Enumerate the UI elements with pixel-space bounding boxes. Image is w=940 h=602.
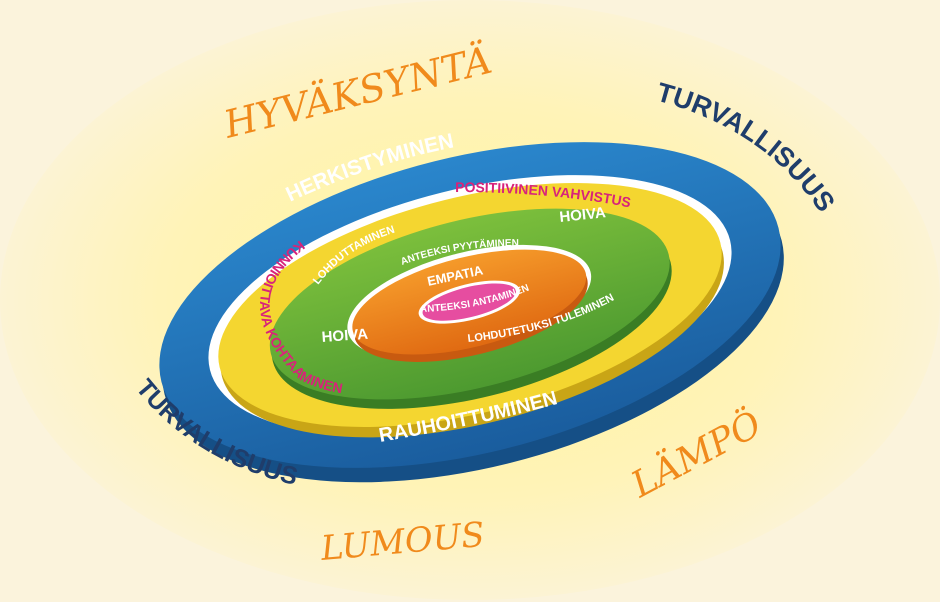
center-ellipse [422,283,516,321]
hoiva-bottom-label: HOIVA [321,326,369,346]
hoiva-top-label: HOIVA [559,204,607,226]
